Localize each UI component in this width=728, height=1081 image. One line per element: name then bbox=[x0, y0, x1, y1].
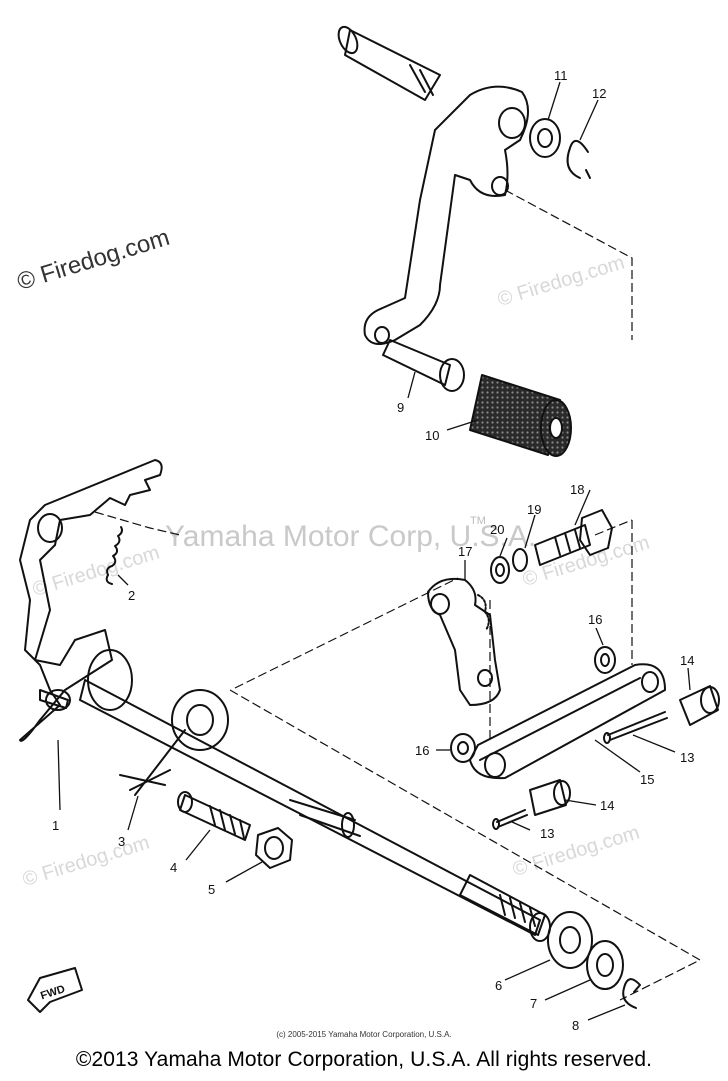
callout-3: 3 bbox=[118, 834, 125, 849]
callout-19: 19 bbox=[527, 502, 541, 517]
callout-4: 4 bbox=[170, 860, 177, 875]
callout-16: 16 bbox=[415, 743, 429, 758]
shift-shaft-bracket bbox=[19, 459, 163, 742]
washer-7 bbox=[586, 940, 624, 990]
washer-19 bbox=[512, 548, 528, 572]
pin-14-upper bbox=[679, 685, 719, 726]
callout-13: 13 bbox=[680, 750, 694, 765]
pedal-shaft bbox=[344, 29, 441, 101]
trademark-mark: TM bbox=[470, 515, 486, 527]
oil-seal-6 bbox=[547, 911, 593, 969]
shift-pedal-arm bbox=[363, 85, 529, 345]
callout-8: 8 bbox=[572, 1018, 579, 1033]
shift-shaft bbox=[79, 679, 541, 936]
cotter-pin-13-upper bbox=[607, 711, 668, 741]
callout-20: 20 bbox=[490, 522, 504, 537]
callout-2: 2 bbox=[128, 588, 135, 603]
bolt-4 bbox=[179, 794, 251, 841]
cotter-pin-13-lower bbox=[496, 809, 528, 828]
callout-11: 11 bbox=[554, 68, 568, 83]
callout-14: 14 bbox=[680, 653, 694, 668]
callout-15: 15 bbox=[640, 772, 654, 787]
shift-link-15 bbox=[469, 663, 666, 780]
circlip-8 bbox=[622, 978, 641, 1009]
callout-1: 1 bbox=[52, 818, 59, 833]
shaft-spring-3 bbox=[119, 729, 186, 796]
callout-10: 10 bbox=[425, 428, 439, 443]
footer-copyright: ©2013 Yamaha Motor Corporation, U.S.A. A… bbox=[75, 1048, 653, 1071]
pedal-rubber-10 bbox=[469, 374, 561, 456]
callout-7: 7 bbox=[530, 996, 537, 1011]
bolt-18 bbox=[534, 524, 591, 566]
washer-16-upper bbox=[594, 646, 616, 674]
callout-14: 14 bbox=[600, 798, 614, 813]
callout-12: 12 bbox=[592, 86, 606, 101]
callout-18: 18 bbox=[570, 482, 584, 497]
yamaha-corp-watermark: Yamaha Motor Corp, U.S.A. bbox=[165, 520, 537, 553]
callout-13: 13 bbox=[540, 826, 554, 841]
callout-5: 5 bbox=[208, 882, 215, 897]
spring-2 bbox=[106, 526, 123, 576]
callout-16: 16 bbox=[588, 612, 602, 627]
fwd-arrow-icon bbox=[27, 967, 83, 1013]
washer-20 bbox=[490, 556, 510, 584]
clip-12 bbox=[566, 140, 591, 179]
pin-14-lower bbox=[529, 779, 567, 816]
callout-9: 9 bbox=[397, 400, 404, 415]
shift-arm-17 bbox=[427, 577, 501, 706]
washer-16-lower bbox=[450, 733, 476, 763]
pin-9 bbox=[382, 339, 451, 386]
callout-6: 6 bbox=[495, 978, 502, 993]
diagram-copyright: (c) 2005-2015 Yamaha Motor Corporation, … bbox=[276, 1030, 452, 1039]
fwd-label: FWD bbox=[39, 983, 67, 1002]
callout-17: 17 bbox=[458, 544, 472, 559]
washer-11 bbox=[529, 118, 561, 158]
nut-5 bbox=[255, 827, 293, 869]
